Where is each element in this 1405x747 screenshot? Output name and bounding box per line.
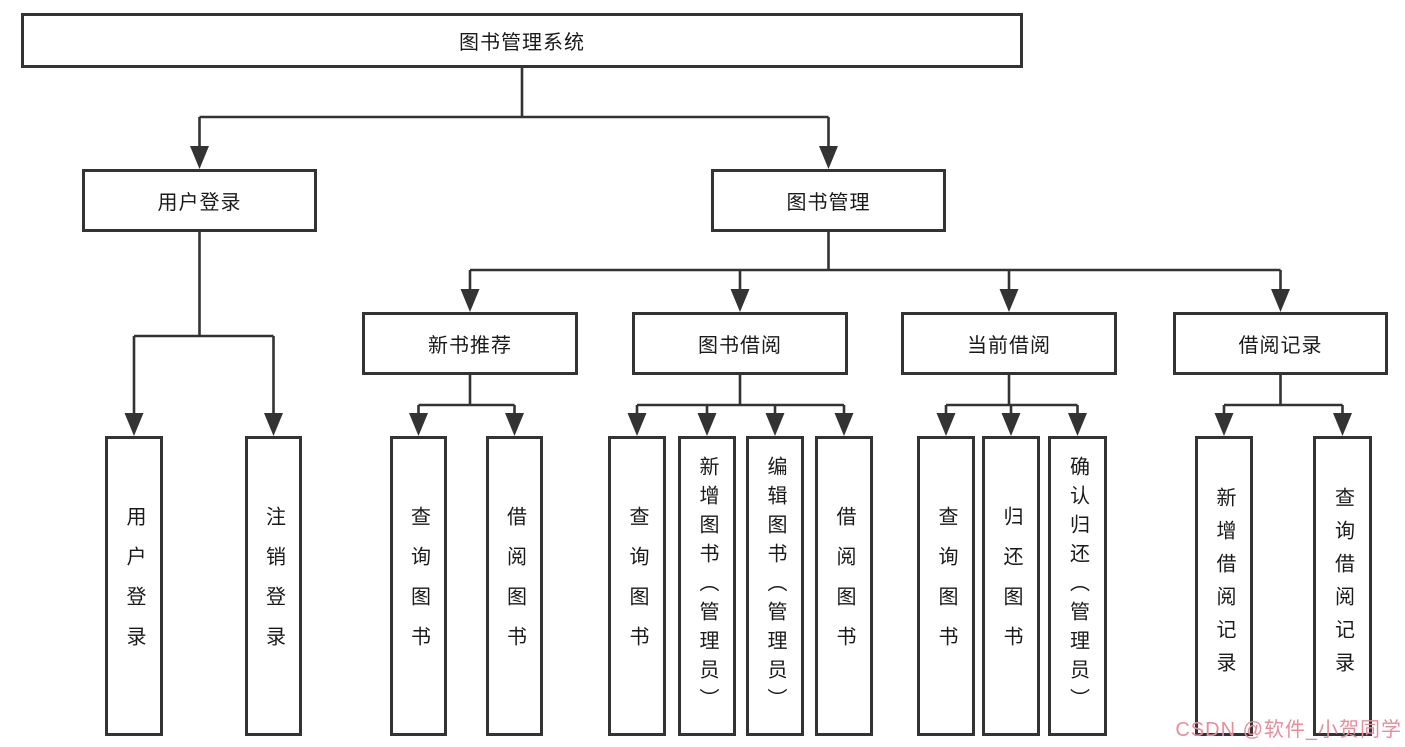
leaf-borrow-books-newbook: 借阅图书 [486,436,543,736]
leaf-label: 归还图书 [1000,506,1022,666]
node-book-borrow: 图书借阅 [632,312,848,375]
leaf-query-books-current: 查询图书 [917,436,975,736]
leaf-label: 查询借阅记录 [1331,487,1354,685]
leaf-label: 查询图书 [626,506,648,666]
leaf-label: 用户登录 [123,506,145,666]
node-current-borrow: 当前借阅 [901,312,1117,375]
node-label: 图书管理 [786,192,871,214]
leaf-label: 编辑图书（管理员） [764,455,786,717]
leaf-add-books-admin: 新增图书（管理员） [678,436,736,736]
node-label: 图书管理系统 [459,32,585,54]
leaf-logout: 注销登录 [245,436,302,736]
leaf-borrow-books: 借阅图书 [815,436,873,736]
leaf-user-login: 用户登录 [105,436,163,736]
leaf-label: 新增图书（管理员） [696,455,718,717]
leaf-return-books: 归还图书 [982,436,1040,736]
leaf-label: 查询图书 [935,506,957,666]
leaf-query-books-newbook: 查询图书 [390,436,447,736]
node-label: 图书借阅 [698,335,782,357]
node-library-management-system: 图书管理系统 [21,13,1023,68]
node-label: 新书推荐 [428,335,512,357]
node-new-book-recommend: 新书推荐 [362,312,578,375]
node-book-management: 图书管理 [711,169,946,232]
leaf-add-borrow-record: 新增借阅记录 [1195,436,1253,736]
node-label: 用户登录 [157,192,242,214]
leaf-edit-books-admin: 编辑图书（管理员） [746,436,804,736]
leaf-label: 注销登录 [262,506,285,666]
leaf-label: 确认归还（管理员） [1066,455,1089,717]
leaf-confirm-return-admin: 确认归还（管理员） [1048,436,1107,736]
node-borrow-records: 借阅记录 [1173,312,1388,375]
node-label: 借阅记录 [1238,335,1323,357]
leaf-label: 查询图书 [407,506,430,666]
leaf-query-books-borrow: 查询图书 [608,436,666,736]
leaf-label: 新增借阅记录 [1213,487,1235,685]
leaf-label: 借阅图书 [503,506,526,666]
leaf-query-borrow-record: 查询借阅记录 [1313,436,1372,736]
node-label: 当前借阅 [967,335,1051,357]
leaf-label: 借阅图书 [833,506,855,666]
node-user-login: 用户登录 [82,169,317,232]
watermark: CSDN @软件_小贺同学 [1175,719,1402,741]
